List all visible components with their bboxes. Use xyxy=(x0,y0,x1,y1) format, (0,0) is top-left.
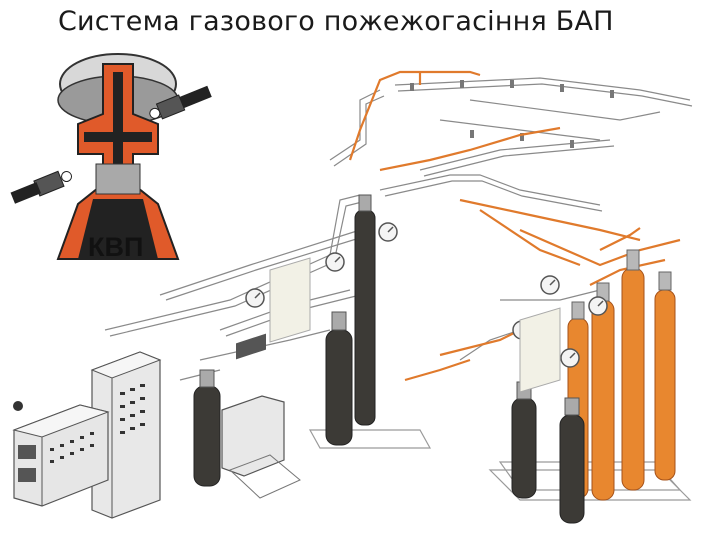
gray-pipes xyxy=(104,77,693,381)
pressure-gauge-icon xyxy=(13,401,23,411)
pressure-gauge-icon xyxy=(540,275,560,295)
dark-cylinders xyxy=(193,194,585,524)
gas-cylinder-icon xyxy=(325,311,353,446)
control-cabinet-icon xyxy=(12,404,110,507)
pressure-gauge-icon xyxy=(325,252,345,272)
gas-cylinder-icon xyxy=(559,397,585,524)
valve-inset xyxy=(8,44,230,266)
page-title: Система газового пожежогасіння БАП xyxy=(58,6,614,37)
pressure-gauge-icon xyxy=(245,288,265,308)
gauges xyxy=(245,222,608,368)
pressure-gauge-icon xyxy=(378,222,398,242)
inset-label: КВП xyxy=(88,232,144,262)
control-panel-icon xyxy=(221,333,301,499)
nozzles xyxy=(410,80,614,148)
gas-cylinder-icon xyxy=(621,249,645,491)
pressure-gauge-icon xyxy=(588,296,608,316)
gas-cylinder-icon xyxy=(591,282,615,501)
pressure-gauge-icon xyxy=(560,348,580,368)
orange-pipes xyxy=(348,70,681,382)
gas-cylinder-icon xyxy=(354,194,376,426)
gas-cylinder-icon xyxy=(193,369,221,487)
wall-panels xyxy=(269,257,561,393)
control-cabinet-icon xyxy=(90,351,162,519)
gas-cylinder-icon xyxy=(511,381,537,499)
gas-cylinder-icon xyxy=(654,271,676,481)
valve-cutaway-icon xyxy=(10,53,212,260)
